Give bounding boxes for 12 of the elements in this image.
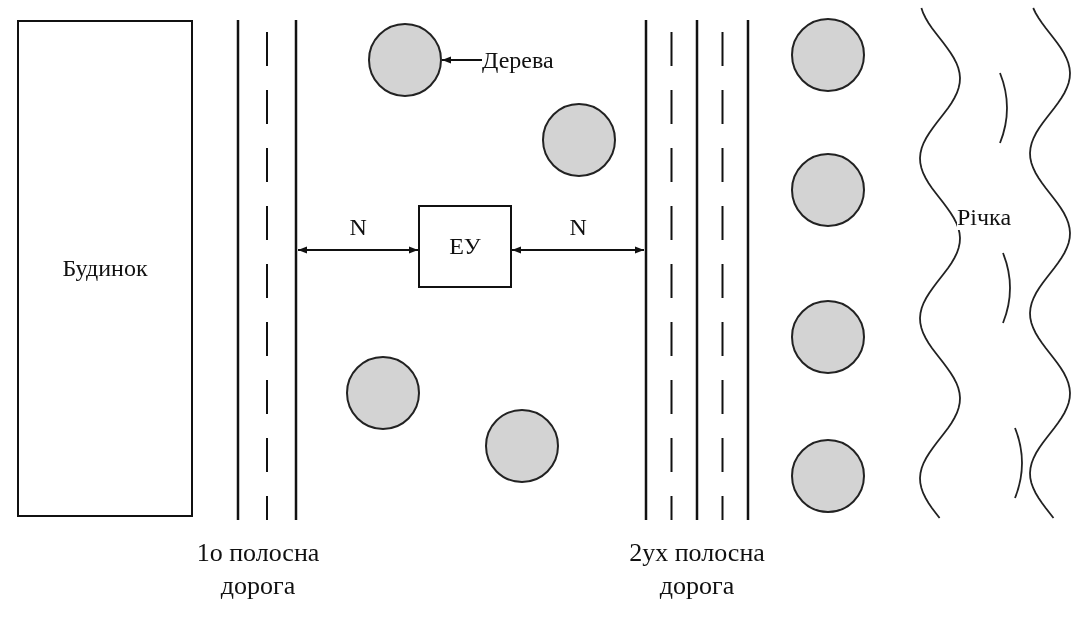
leader-arrow [441,56,483,64]
device-box [418,205,512,288]
road-drawing [644,20,750,520]
box-label: ЕУ [449,233,481,260]
road-drawing [236,20,298,520]
distance-arrow [511,246,645,254]
tree-label: Дерева [482,46,554,74]
road-label: 2ух полосна дорога [628,537,766,602]
box-label: Будинок [62,255,148,282]
house-box [17,20,193,517]
distance-arrow [297,246,419,254]
road-label: 1о полосна дорога [195,537,321,602]
